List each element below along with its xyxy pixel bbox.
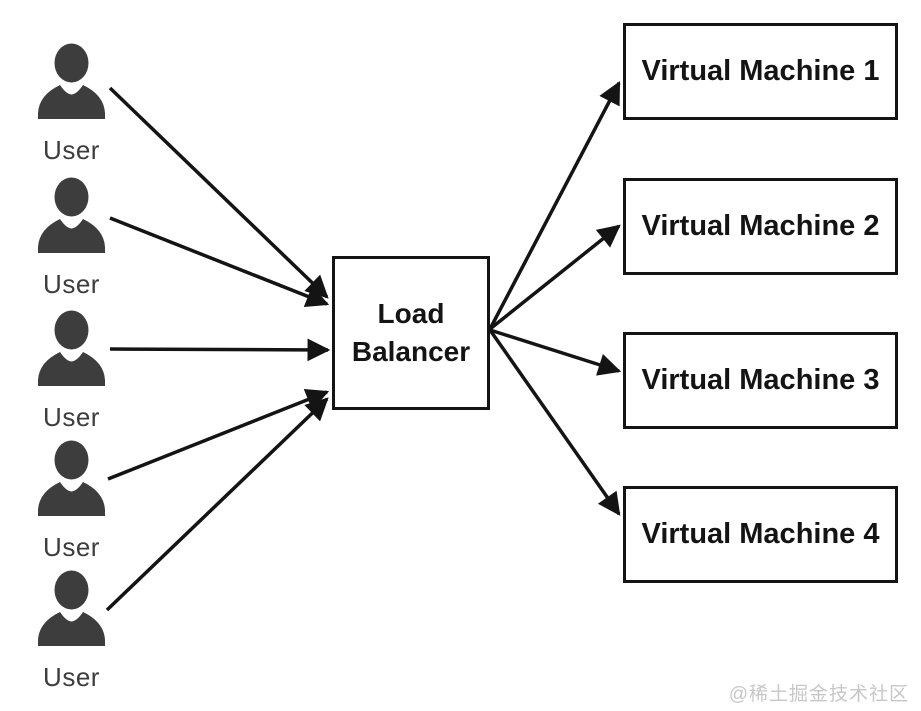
- virtual-machine-2-label: Virtual Machine 2: [641, 210, 880, 242]
- arrow-user4-to-lb: [107, 388, 330, 481]
- virtual-machine-3-box: Virtual Machine 3: [623, 332, 898, 429]
- user-icon: [38, 43, 105, 119]
- arrow-lb-to-vm1: [488, 80, 621, 330]
- arrow-lb-to-vm4: [488, 328, 621, 516]
- user-node-5: User: [35, 570, 108, 690]
- user-label: User: [43, 662, 100, 692]
- load-balancer-box: Load Balancer: [332, 256, 490, 410]
- user-label: User: [43, 135, 100, 165]
- virtual-machine-2-box: Virtual Machine 2: [623, 178, 898, 275]
- virtual-machine-4-label: Virtual Machine 4: [641, 518, 880, 550]
- virtual-machine-1-box: Virtual Machine 1: [623, 23, 898, 120]
- watermark: @稀土掘金技术社区: [728, 684, 909, 705]
- arrow-user2-to-lb: [109, 216, 330, 308]
- virtual-machine-1-label: Virtual Machine 1: [641, 55, 880, 87]
- arrow-user1-to-lb: [108, 86, 329, 299]
- user-label: User: [43, 269, 100, 299]
- user-icon: [38, 570, 105, 646]
- user-label: User: [43, 532, 100, 562]
- arrow-user3-to-lb: [109, 338, 331, 362]
- user-icon: [38, 440, 105, 516]
- virtual-machine-4-box: Virtual Machine 4: [623, 486, 898, 583]
- user-label: User: [43, 402, 100, 432]
- user-node-2: User: [35, 177, 108, 297]
- user-node-4: User: [35, 440, 108, 560]
- arrow-lb-to-vm2: [488, 224, 621, 331]
- user-icon: [38, 177, 105, 253]
- arrow-lb-to-vm3: [489, 328, 622, 376]
- user-node-1: User: [35, 43, 108, 163]
- load-balancer-label: Load Balancer: [351, 298, 471, 367]
- user-node-3: User: [35, 310, 108, 430]
- user-icon: [38, 310, 105, 386]
- virtual-machine-3-label: Virtual Machine 3: [641, 364, 880, 396]
- arrow-user5-to-lb: [105, 397, 329, 612]
